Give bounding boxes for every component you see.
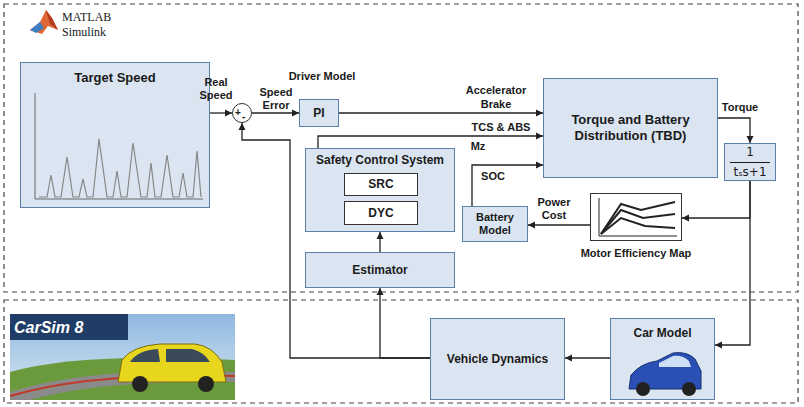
arrow-head xyxy=(292,110,299,117)
arrow-head xyxy=(715,342,722,349)
matlab-logo xyxy=(30,10,58,34)
arrow-head xyxy=(239,123,246,130)
edge-label: Torque xyxy=(716,101,764,114)
edge-label: Real Speed xyxy=(196,76,236,102)
node-label: 1 xyxy=(746,145,754,159)
signal-line xyxy=(472,165,543,206)
edge-label: TCS & ABS xyxy=(466,121,536,134)
battery-model-box: Battery Model xyxy=(462,206,528,242)
software-name: MATLAB xyxy=(62,10,132,24)
arrow-head xyxy=(565,355,572,362)
fraction-bar xyxy=(730,162,770,163)
arrow-head xyxy=(528,222,535,229)
signal-arrow xyxy=(565,355,610,362)
software-name: Simulink xyxy=(62,25,132,39)
signal-line xyxy=(318,136,543,148)
node-label: + xyxy=(235,108,241,118)
signal-line xyxy=(682,181,750,218)
tbd-box: Torque and Battery Distribution (TBD) xyxy=(543,78,718,178)
vehicle-dynamics-box: Vehicle Dynamics xyxy=(430,318,565,400)
node-label: SRC xyxy=(368,177,393,191)
signal-arrow xyxy=(472,162,543,207)
software-name: CarSim 8 xyxy=(14,318,126,337)
signal-arrow xyxy=(339,110,543,117)
signal-line xyxy=(380,288,430,358)
signal-arrow xyxy=(715,181,750,349)
efficiency-map-chart xyxy=(591,194,683,242)
arrow-head xyxy=(536,110,543,117)
signal-line xyxy=(528,224,590,225)
signal-arrow xyxy=(718,118,754,143)
transfer-function-box: 1 tₛs+1 xyxy=(724,143,776,181)
car-model-box: Car Model xyxy=(610,318,715,400)
safety-control-box: Safety Control SystemSRC DYC xyxy=(305,148,455,232)
block-heading: Driver Model xyxy=(276,70,368,83)
signal-arrow xyxy=(318,133,543,149)
carsim-region xyxy=(4,300,798,403)
node-label: Vehicle Dynamics xyxy=(447,352,548,366)
node-label: Target Speed xyxy=(21,70,209,86)
arrow-head xyxy=(536,133,543,140)
node-label: Motor Efficiency Map xyxy=(581,247,692,260)
arrow-head xyxy=(377,288,384,295)
signal-name: Accelerator xyxy=(456,84,536,97)
signal-line xyxy=(252,112,299,113)
carsim-picture xyxy=(10,314,235,400)
node-label: PI xyxy=(313,106,324,120)
arrow-head xyxy=(377,232,384,239)
signal-name: Mz xyxy=(466,140,490,153)
signal-arrow xyxy=(528,222,590,229)
node-label: Car Model xyxy=(611,326,714,340)
node-label: DYC xyxy=(368,206,393,220)
arrow-head xyxy=(682,215,689,222)
dyc-box: DYC xyxy=(344,201,418,225)
signal-arrow xyxy=(377,232,384,252)
simulink-region xyxy=(4,4,798,292)
motor-map-box: Motor Efficiency Map xyxy=(590,193,682,241)
node-label: tₛs+1 xyxy=(733,165,766,179)
pi-controller-box: PI xyxy=(299,99,339,127)
signal-line xyxy=(339,112,543,113)
signal-arrow xyxy=(377,288,431,358)
signal-line xyxy=(718,118,750,143)
signal-line xyxy=(715,181,750,345)
node-label: Torque and Battery Distribution (TBD) xyxy=(544,112,717,143)
node-label: Battery Model xyxy=(463,211,527,237)
signal-name: Brake xyxy=(456,98,536,111)
arrow-head xyxy=(747,136,754,143)
edge-label: Power Cost xyxy=(532,196,576,222)
edge-label: Speed Error xyxy=(254,86,298,112)
target-speed-box: Target Speed xyxy=(20,62,210,208)
sum-junction: +- xyxy=(232,103,252,123)
edge-label: SOC xyxy=(478,170,508,183)
node-label: - xyxy=(242,112,245,122)
signal-arrow xyxy=(682,181,750,222)
estimator-box: Estimator xyxy=(305,252,455,288)
arrow-head xyxy=(225,110,232,117)
node-label: Safety Control System xyxy=(306,153,454,167)
signal-arrow xyxy=(210,110,232,117)
src-box: SRC xyxy=(344,173,418,196)
arrow-head xyxy=(536,162,543,169)
node-label: Estimator xyxy=(352,263,407,277)
